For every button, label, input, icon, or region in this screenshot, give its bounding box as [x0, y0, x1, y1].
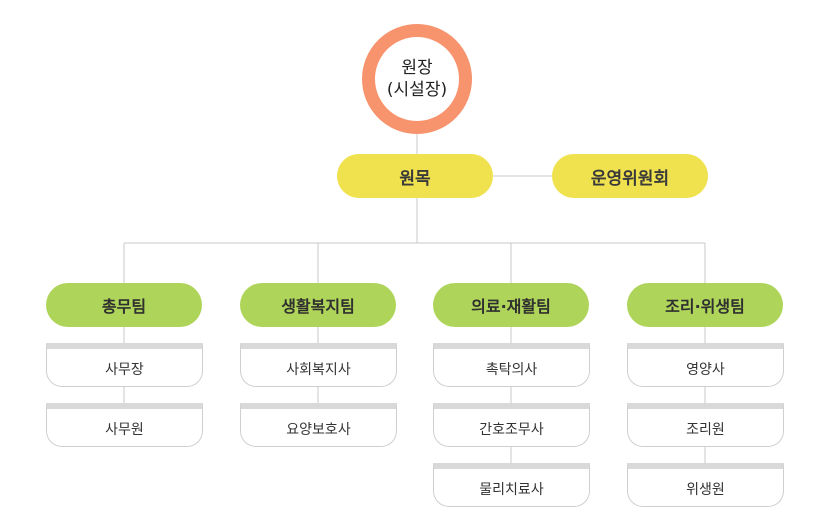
role-box: 요양보호사	[240, 403, 397, 447]
role-box: 간호조무사	[433, 403, 590, 447]
role-box: 물리치료사	[433, 463, 590, 507]
committee-node: 운영위원회	[552, 154, 708, 198]
role-box: 영양사	[627, 343, 784, 387]
role-box: 촉탁의사	[433, 343, 590, 387]
role-box: 조리원	[627, 403, 784, 447]
team-general-affairs: 총무팀	[46, 283, 202, 327]
role-box: 사무원	[46, 403, 203, 447]
team-medical-rehab: 의료·재활팀	[433, 283, 589, 327]
role-box: 사회복지사	[240, 343, 397, 387]
director-node: 원장 (시설장)	[362, 24, 472, 134]
team-kitchen-hygiene: 조리·위생팀	[627, 283, 783, 327]
director-title: 원장	[401, 58, 433, 78]
role-box: 위생원	[627, 463, 784, 507]
role-box: 사무장	[46, 343, 203, 387]
head-node: 원목	[337, 154, 493, 198]
director-subtitle: (시설장)	[386, 80, 448, 100]
team-welfare: 생활복지팀	[240, 283, 396, 327]
